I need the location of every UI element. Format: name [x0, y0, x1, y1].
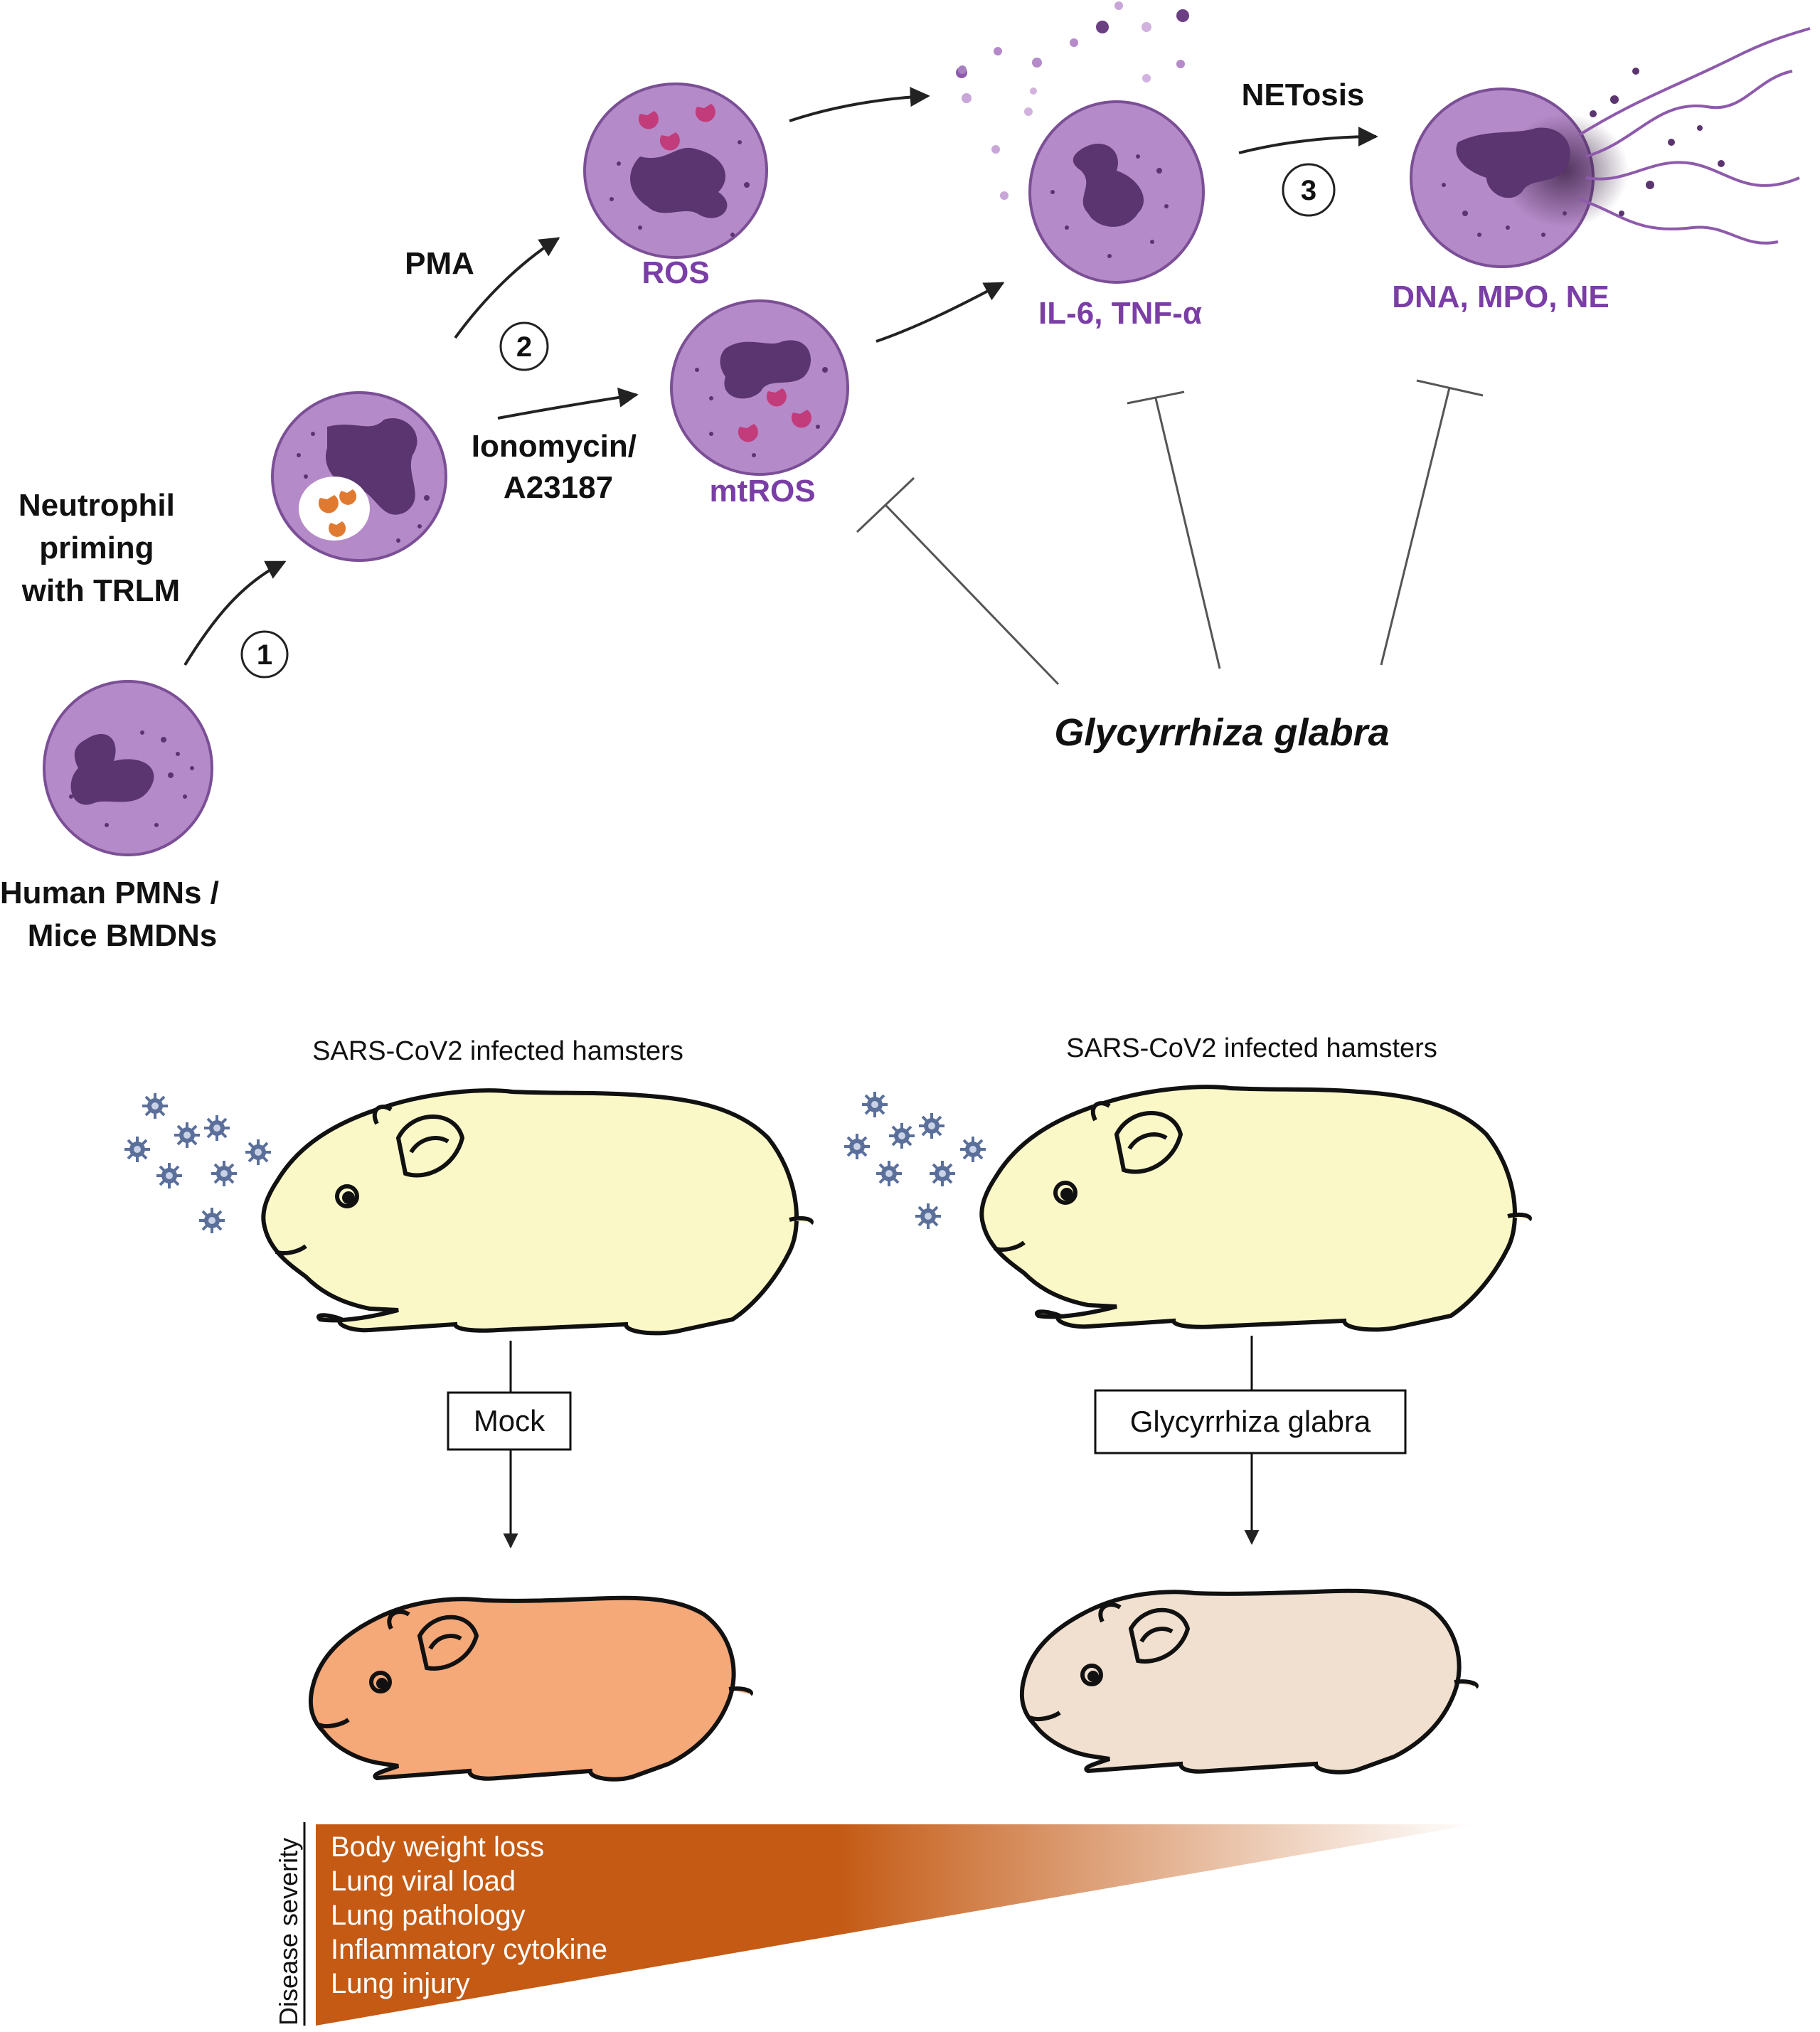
pma-label: PMA — [405, 246, 474, 281]
left-outcome-hamster — [308, 1595, 753, 1782]
step2-number: 2 — [516, 331, 532, 363]
priming-line3: with TRLM — [21, 573, 180, 608]
severity-item-cytokine: Inflammatory cytokine — [331, 1934, 607, 1965]
severity-items-list: Body weight loss Lung viral load Lung pa… — [331, 1831, 607, 1999]
mtros-label: mtROS — [709, 474, 815, 509]
glycyrrhiza-label: Glycyrrhiza glabra — [1130, 1405, 1371, 1438]
severity-item-weight-loss: Body weight loss — [331, 1831, 544, 1863]
cytokine-neutrophil-cell — [1028, 100, 1205, 284]
left-virus-cluster — [123, 1092, 272, 1235]
severity-axis-label: Disease severity — [274, 1838, 303, 2026]
mock-box — [447, 1391, 572, 1451]
ionomycin-label: Ionomycin/ A23187 — [472, 429, 645, 505]
inhibitor-label: Glycyrrhiza glabra — [1054, 711, 1389, 754]
ionomycin-line2: A23187 — [504, 470, 613, 505]
arrow-netosis — [1238, 127, 1378, 154]
ros-label: ROS — [642, 255, 709, 290]
step3-number: 3 — [1301, 175, 1316, 206]
severity-item-lung-injury: Lung injury — [331, 1968, 470, 1999]
net-fibers — [1577, 27, 1811, 245]
right-outcome-hamster — [1019, 1588, 1479, 1775]
step2-circle — [499, 321, 549, 371]
mtros-neutrophil-cell — [670, 299, 849, 476]
mock-label: Mock — [474, 1404, 546, 1437]
start-label-line2: Mice BMDNs — [28, 918, 218, 953]
arrow-step1 — [183, 560, 287, 666]
netotic-neutrophil-cell — [1410, 87, 1629, 268]
arrow-ionomycin — [497, 387, 639, 420]
severity-gradient-wedge — [316, 1824, 1476, 2026]
left-hamster-title: SARS-CoV2 infected hamsters — [312, 1036, 683, 1066]
net-particles — [1590, 68, 1725, 216]
primed-neutrophil-cell — [271, 391, 447, 562]
net-products-label: DNA, MPO, NE — [1392, 280, 1609, 314]
step3-circle — [1282, 163, 1336, 217]
step1-circle — [240, 630, 289, 679]
resting-neutrophil-cell — [43, 680, 213, 856]
step1-number: 1 — [257, 639, 272, 671]
cytokine-label: IL-6, TNF-α — [1038, 296, 1202, 331]
right-hamster-title: SARS-CoV2 infected hamsters — [1066, 1033, 1437, 1063]
start-label-line1: Human PMNs / — [0, 876, 219, 910]
right-infected-hamster — [979, 1085, 1532, 1332]
priming-label: Neutrophil priming with TRLM — [18, 488, 183, 608]
severity-item-viral-load: Lung viral load — [331, 1866, 516, 1897]
priming-line1: Neutrophil — [18, 488, 175, 523]
glycyrrhiza-box — [1094, 1389, 1407, 1454]
arrow-ros-to-cytokine — [789, 87, 930, 122]
ionomycin-line1: Ionomycin/ — [472, 429, 637, 464]
ros-neutrophil-cell — [583, 83, 768, 259]
released-particles — [956, 1, 1189, 200]
inhibition-lines — [856, 379, 1484, 686]
arrow-mtros-to-cytokine — [876, 282, 1005, 343]
netosis-label: NETosis — [1242, 78, 1365, 112]
right-virus-cluster — [843, 1090, 987, 1230]
priming-line2: priming — [39, 531, 154, 565]
severity-item-pathology: Lung pathology — [331, 1900, 526, 1931]
left-infected-hamster — [261, 1088, 814, 1336]
start-label: Human PMNs / Mice BMDNs — [0, 876, 228, 953]
arrow-pma — [454, 237, 560, 339]
